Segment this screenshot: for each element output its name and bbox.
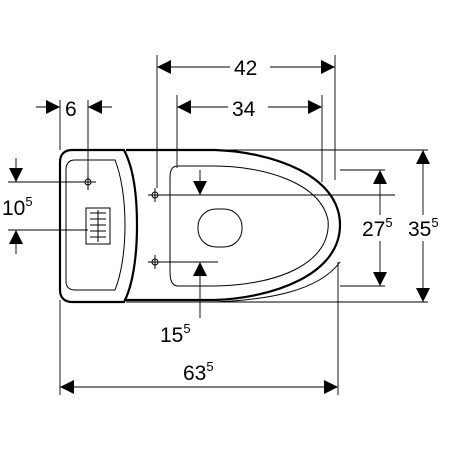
dim-tank-inset-label: 6	[65, 98, 77, 121]
fixing-crosshair-top	[148, 188, 162, 202]
dim-bowl-length-label: 42	[234, 57, 257, 80]
dim-overall-width: 355	[404, 150, 448, 302]
cistern-inner	[65, 159, 126, 291]
dim-bowl-length: 42	[157, 50, 335, 80]
dim-fixing-offset: 155	[160, 170, 207, 347]
dim-fixing-spacing: 275	[360, 170, 400, 286]
bowl-rim-line	[126, 261, 341, 303]
dim-inlet-height: 105	[2, 158, 33, 254]
seat-outline	[169, 165, 329, 287]
dim-inlet-height-label: 105	[2, 194, 33, 220]
dim-seat-length-label: 34	[232, 98, 256, 121]
dim-fixing-offset-label: 155	[160, 321, 191, 347]
dim-tank-inset: 6	[36, 98, 112, 150]
bowl-outer	[126, 148, 342, 302]
fixing-crosshair-bottom	[148, 255, 162, 269]
dim-total-width-label: 635	[183, 359, 214, 385]
cistern-outline	[58, 148, 139, 304]
inlet-crosshair	[80, 174, 96, 190]
bowl-opening	[197, 208, 243, 248]
dim-overall-width-label: 355	[408, 215, 439, 241]
dim-seat-length: 34	[177, 92, 322, 121]
flush-grille	[85, 207, 111, 245]
dim-total-width: 635	[60, 359, 338, 394]
dim-fixing-spacing-label: 275	[362, 215, 393, 241]
toilet-outline	[58, 148, 342, 304]
